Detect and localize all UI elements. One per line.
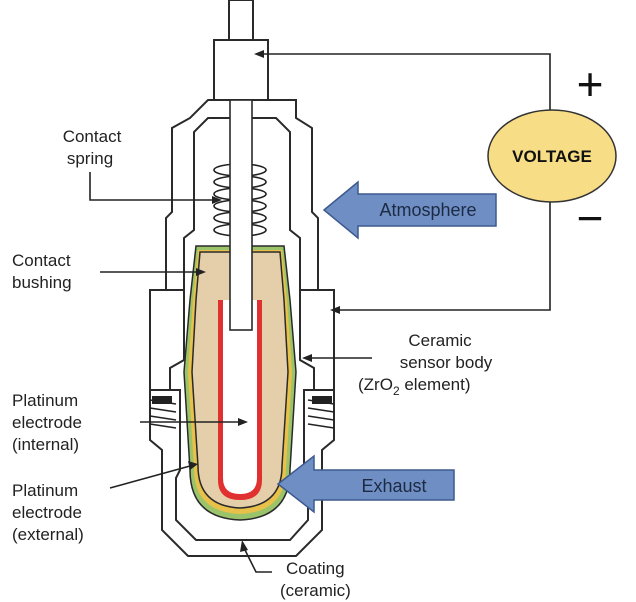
label-platinum-internal: Platinum electrode (internal)	[12, 391, 82, 454]
svg-text:spring: spring	[67, 149, 113, 168]
label-contact-spring: Contact spring	[63, 127, 122, 168]
label-ceramic-sensor-body: Ceramic sensor body (ZrO2 element)	[358, 331, 493, 398]
minus-sign: −	[577, 192, 604, 244]
gasket-left	[152, 396, 172, 404]
svg-text:electrode: electrode	[12, 413, 82, 432]
svg-text:(internal): (internal)	[12, 435, 79, 454]
svg-text:Platinum: Platinum	[12, 481, 78, 500]
atmosphere-label: Atmosphere	[379, 200, 476, 220]
exhaust-label: Exhaust	[361, 476, 426, 496]
svg-text:Platinum: Platinum	[12, 391, 78, 410]
label-platinum-external: Platinum electrode (external)	[12, 481, 84, 544]
svg-text:(ceramic): (ceramic)	[280, 581, 351, 600]
voltage-meter	[487, 109, 617, 203]
voltage-label: VOLTAGE	[512, 147, 592, 166]
label-contact-bushing: Contact bushing	[12, 251, 72, 292]
lower-shield	[149, 389, 335, 557]
center-contact-rod	[229, 99, 253, 331]
svg-text:electrode: electrode	[12, 503, 82, 522]
svg-text:bushing: bushing	[12, 273, 72, 292]
voltage-circuit	[254, 50, 551, 314]
svg-text:Ceramic: Ceramic	[408, 331, 472, 350]
leader-lines	[89, 172, 372, 573]
reference-air-cavity	[223, 300, 257, 494]
hex-right	[299, 289, 335, 391]
svg-text:sensor body: sensor body	[400, 353, 493, 372]
sensor-body	[149, 0, 335, 557]
top-cap	[213, 39, 269, 101]
svg-text:Contact: Contact	[63, 127, 122, 146]
svg-text:Coating: Coating	[286, 559, 345, 578]
label-zro2: (ZrO2 element)	[358, 375, 471, 398]
exhaust-arrow: Exhaust	[276, 454, 455, 514]
hex-left	[149, 289, 185, 391]
plus-sign: +	[577, 58, 604, 110]
atmosphere-arrow: Atmosphere	[322, 180, 497, 240]
label-coating: Coating (ceramic)	[280, 559, 351, 600]
gasket-right	[312, 396, 332, 404]
svg-text:(external): (external)	[12, 525, 84, 544]
svg-text:Contact: Contact	[12, 251, 71, 270]
upper-housing	[165, 99, 319, 301]
